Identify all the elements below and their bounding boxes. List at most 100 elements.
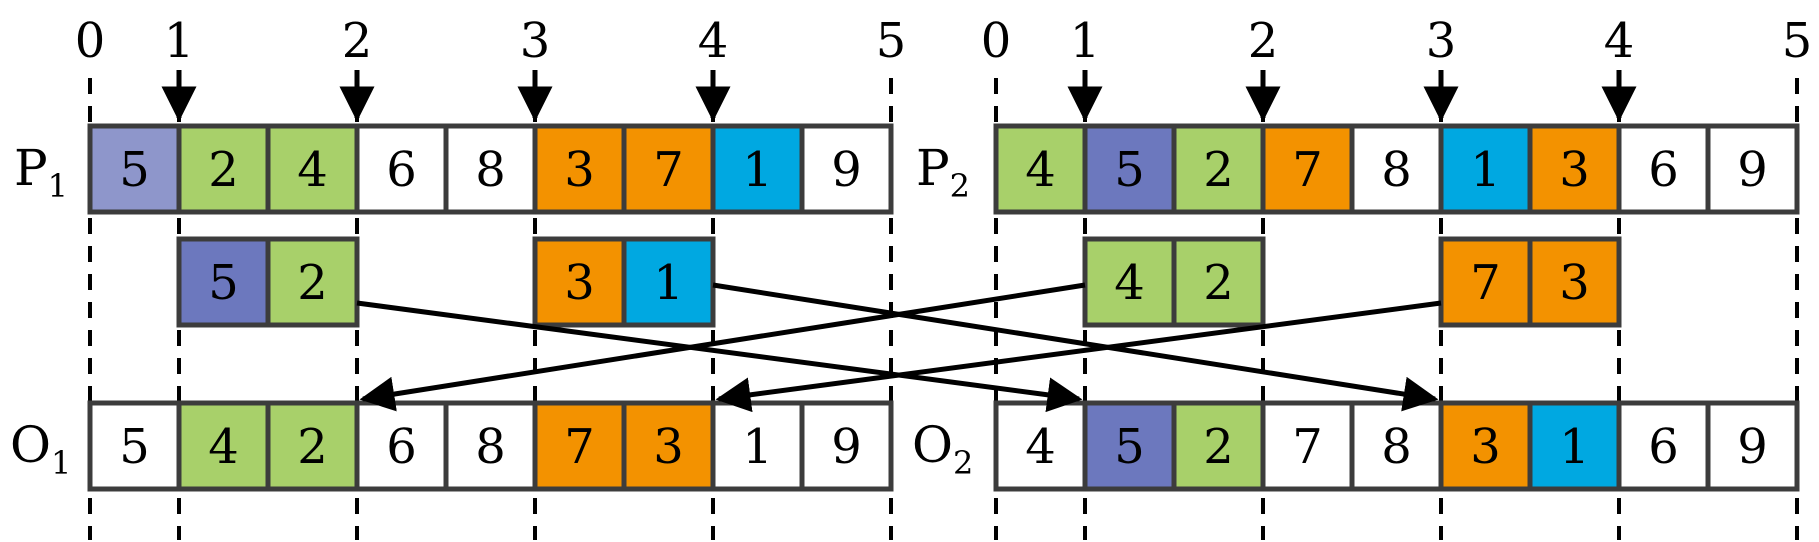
tick-label: 2: [1248, 13, 1279, 69]
tick-label: 1: [1070, 13, 1101, 69]
p1-cell-value: 3: [564, 142, 595, 198]
p2-cell-value: 9: [1737, 142, 1768, 198]
o2-cell: [1260, 400, 1355, 492]
p2-cell-value: 3: [1559, 142, 1590, 198]
p2-seg2-cell-value: 7: [1470, 255, 1501, 311]
tick-label: 0: [75, 13, 106, 69]
p2-cell-value: 2: [1203, 142, 1234, 198]
p2-cell-value: 4: [1025, 142, 1056, 198]
tick-labels: 0 1 2 3 4 5 0 1 2 3 4 5: [75, 13, 1813, 69]
row-label: O1: [10, 416, 71, 482]
p2-cell: [1527, 123, 1622, 215]
o2-cell-value: 2: [1203, 419, 1234, 475]
o2-cell-value: 5: [1114, 419, 1145, 475]
o1-cell: [354, 400, 449, 492]
p2-seg1-cell: [1082, 236, 1177, 328]
o2-cell-value: 7: [1292, 419, 1323, 475]
o2-cell: [1705, 400, 1800, 492]
p1-cell: [621, 123, 716, 215]
crossover-arrow: [712, 282, 1439, 412]
row-label: P2: [916, 139, 970, 205]
p2-cell-value: 5: [1114, 142, 1145, 198]
tick-label: 3: [520, 13, 551, 69]
p2-seg1-cell-value: 2: [1203, 255, 1234, 311]
tick-label: 4: [698, 13, 729, 69]
tick-label: 1: [164, 13, 195, 69]
p2-seg2-cell-value: 3: [1559, 255, 1590, 311]
crossover-arrow: [359, 282, 1086, 412]
p2-seg2-cell: [1527, 236, 1622, 328]
p1-seg1-cell-value: 5: [208, 255, 239, 311]
o1-cell-value: 9: [831, 419, 862, 475]
p1-cell-value: 8: [475, 142, 506, 198]
o2-cell-value: 3: [1470, 419, 1501, 475]
o1-cell: [799, 400, 894, 492]
o2-cell-value: 4: [1025, 419, 1056, 475]
row-label: O2: [912, 416, 973, 482]
o2-cell-value: 9: [1737, 419, 1768, 475]
p1-cell-value: 1: [742, 142, 773, 198]
o1-cell-value: 5: [119, 419, 150, 475]
o2-cell: [1082, 400, 1177, 492]
p1-seg1-cell-value: 2: [297, 255, 328, 311]
p1-seg1-cell: [265, 236, 360, 328]
p2-cell: [1438, 123, 1533, 215]
p2-cell: [1705, 123, 1800, 215]
tick-label: 2: [342, 13, 373, 69]
o2-cell: [1527, 400, 1622, 492]
row-label: P1: [14, 139, 68, 205]
o2-cell-value: 6: [1648, 419, 1679, 475]
o1-cell: [87, 400, 182, 492]
p1-cell: [354, 123, 449, 215]
p1-cell: [799, 123, 894, 215]
p2-cell: [1260, 123, 1355, 215]
o1-cell-value: 2: [297, 419, 328, 475]
o1-cell-value: 4: [208, 419, 239, 475]
p1-seg1-cell: [176, 236, 271, 328]
p2-cell-value: 8: [1381, 142, 1412, 198]
p1-cell-value: 9: [831, 142, 862, 198]
p1-cell-value: 6: [386, 142, 417, 198]
o1-cell-value: 8: [475, 419, 506, 475]
p1-cell-value: 2: [208, 142, 239, 198]
row-label-sub: 1: [48, 167, 68, 205]
crossover-arrow: [715, 300, 1442, 413]
o2-cell-value: 1: [1559, 419, 1590, 475]
p1-seg2-cell-value: 3: [564, 255, 595, 311]
p2-cell-value: 7: [1292, 142, 1323, 198]
o2-cell: [1438, 400, 1533, 492]
p1-cell-value: 7: [653, 142, 684, 198]
p1-seg2-cell: [532, 236, 627, 328]
tick-label: 4: [1604, 13, 1635, 69]
p2-cell-value: 1: [1470, 142, 1501, 198]
p1-cell: [87, 123, 182, 215]
cut-point-arrows: [161, 70, 1637, 122]
tick-label: 5: [1782, 13, 1813, 69]
p2-cell: [993, 123, 1088, 215]
p1-seg2-cell-value: 1: [653, 255, 684, 311]
chromosome-rows: 5 2 4 6 8 3 7 1 9 4 5 2 7 8 1 3 6 9 5 4 2 6 8 7 3 1 9 4 5 2 7 8 3 1 6 9: [87, 123, 1800, 492]
p1-cell-value: 5: [119, 142, 150, 198]
o1-cell: [443, 400, 538, 492]
o1-cell-value: 6: [386, 419, 417, 475]
o2-cell-value: 8: [1381, 419, 1412, 475]
o2-cell: [1616, 400, 1711, 492]
o1-cell-value: 1: [742, 419, 773, 475]
p2-cell-value: 6: [1648, 142, 1679, 198]
p1-seg2-cell: [621, 236, 716, 328]
row-label-sub: 1: [51, 444, 71, 482]
crossover-arrow: [356, 300, 1083, 413]
o1-cell-value: 3: [653, 419, 684, 475]
tick-label: 5: [876, 13, 907, 69]
o1-cell-value: 7: [564, 419, 595, 475]
tick-label: 0: [981, 13, 1012, 69]
o2-cell: [1349, 400, 1444, 492]
tick-label: 3: [1426, 13, 1457, 69]
row-label-sub: 2: [950, 167, 970, 205]
p2-seg1-cell: [1171, 236, 1266, 328]
row-label-sub: 2: [953, 444, 973, 482]
p2-seg1-cell-value: 4: [1114, 255, 1145, 311]
crossover-segments: 5 2 3 1 4 2 7 3: [176, 236, 1622, 328]
crossover-arrows: [356, 282, 1442, 413]
